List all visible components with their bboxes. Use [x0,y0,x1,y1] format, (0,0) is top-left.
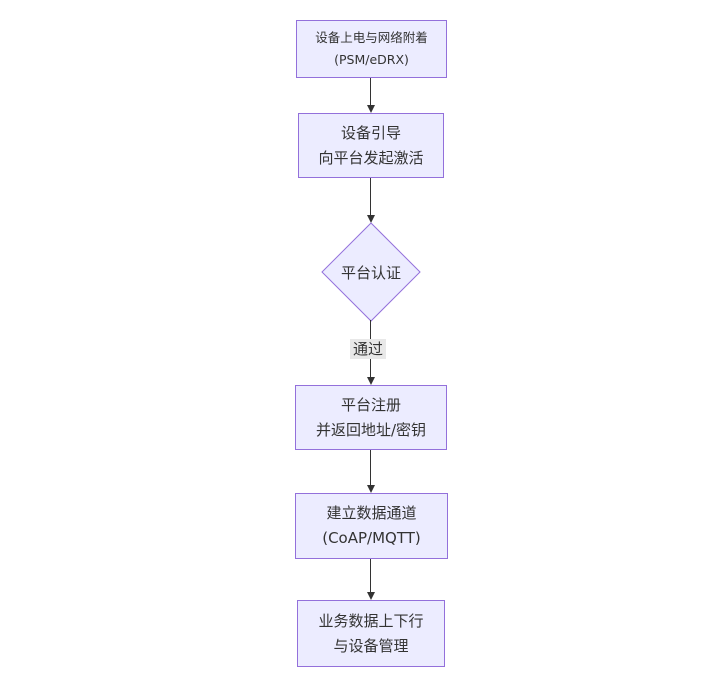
node-text-line: 并返回地址/密钥 [315,420,427,439]
node-text-line: 设备引导 [340,123,401,142]
flow-node-bootstrap-activate: 设备引导 向平台发起激活 [298,113,444,178]
edge-b-to-c [366,178,375,223]
flow-node-data-channel: 建立数据通道 (CoAP/MQTT) [295,493,448,559]
arrowhead-down-icon [366,377,375,385]
node-text-line: 业务数据上下行 [318,611,424,630]
arrowhead-down-icon [366,215,375,223]
edge-a-to-b [366,78,375,113]
arrowhead-down-icon [366,485,375,493]
edge-line [370,450,371,485]
edge-label-pass: 通过 [350,339,387,359]
flow-node-business-data-mgmt: 业务数据上下行 与设备管理 [297,600,445,667]
edge-line [370,178,371,215]
flow-node-platform-auth-decision [321,222,421,322]
node-text-line: 向平台发起激活 [318,148,424,167]
node-text-line: (PSM/eDRX) [334,52,409,67]
arrowhead-down-icon [366,105,375,113]
node-text-line: 平台注册 [340,395,401,414]
node-text-line: (CoAP/MQTT) [322,529,421,547]
flow-node-power-network-attach: 设备上电与网络附着 (PSM/eDRX) [296,20,447,78]
node-text-line: 建立数据通道 [326,504,417,523]
arrowhead-down-icon [366,592,375,600]
edge-d-to-e [366,450,375,493]
flow-node-platform-register: 平台注册 并返回地址/密钥 [295,385,447,450]
diamond-text: 平台认证 [340,263,401,282]
diamond-shape [321,222,421,322]
edge-e-to-f [366,559,375,600]
edge-line [370,559,371,592]
node-text-line: 设备上电与网络附着 [315,30,428,45]
edge-line [370,78,371,105]
node-text-line: 与设备管理 [333,636,409,655]
